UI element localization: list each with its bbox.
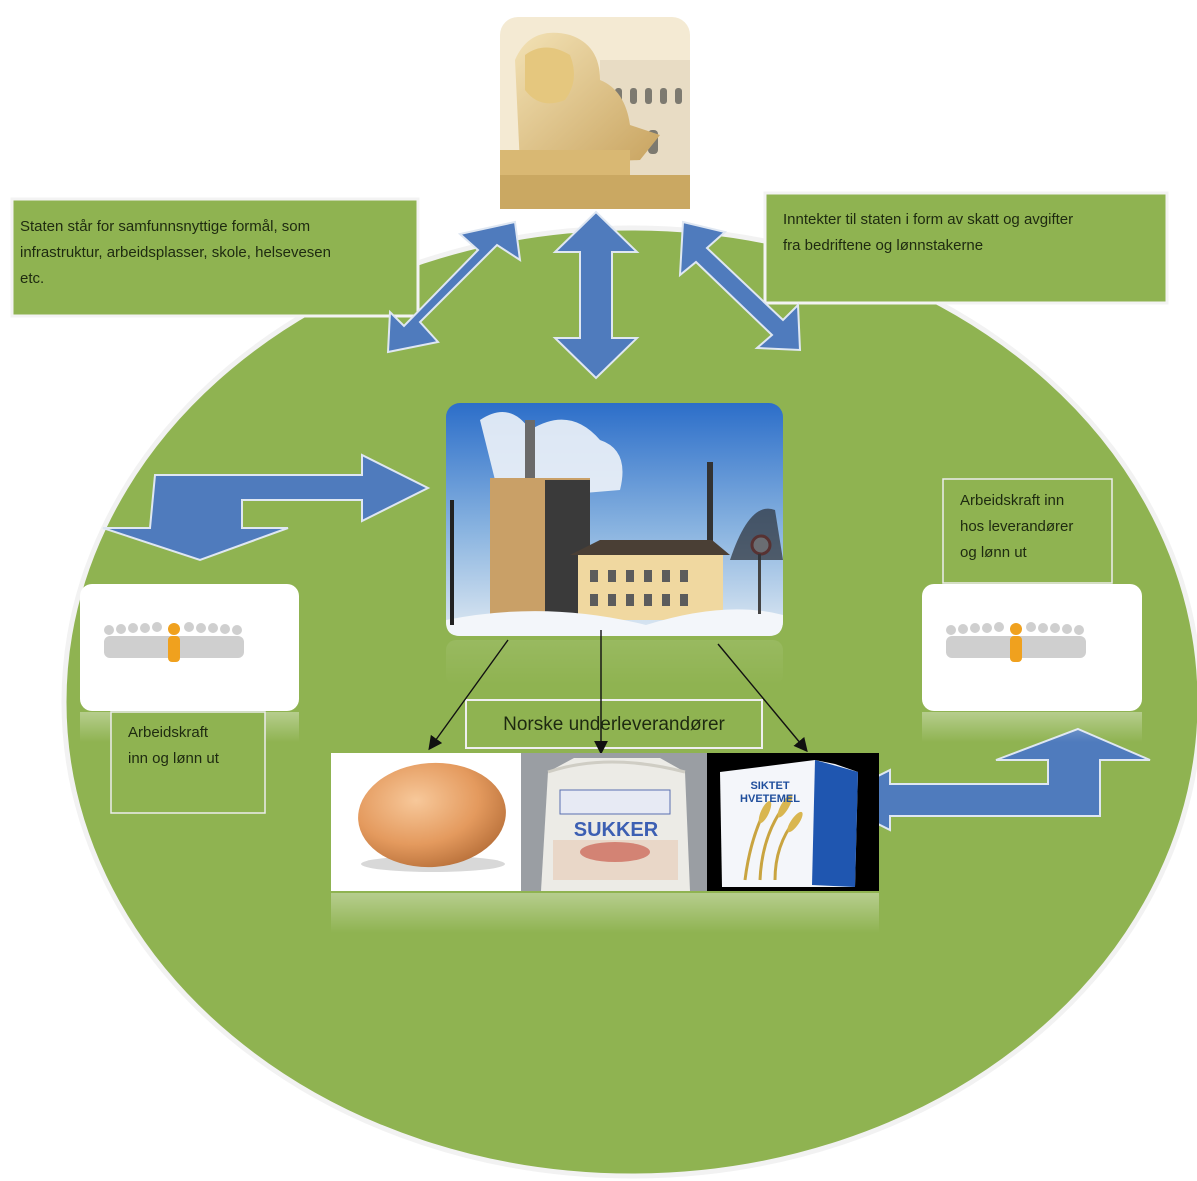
flour-bag-photo	[707, 753, 879, 891]
lion-statue-parliament-image	[497, 14, 693, 212]
state-purpose-text: Staten står for samfunnsnyttige formål, …	[20, 214, 416, 292]
double-arrow-vertical	[552, 210, 640, 380]
state-box-bg	[10, 197, 420, 318]
suppliers-label: Norske underleverandører	[503, 714, 725, 735]
people-group-icon	[104, 622, 244, 662]
right-label-line-2: hos leverandører	[960, 518, 1074, 535]
left-label-bg	[110, 711, 266, 814]
state-text-line-3: etc.	[20, 270, 45, 287]
egg-photo	[331, 753, 521, 891]
income-text-line-2: fra bedriftene og lønnstakerne	[783, 237, 984, 254]
left-label-line-2: inn og lønn ut	[128, 750, 219, 767]
double-arrow-right-diagonal	[678, 220, 802, 352]
state-income-text: Inntekter til staten i form av skatt og …	[783, 207, 1163, 259]
connector-flour	[717, 643, 808, 753]
people-group-box-right	[922, 584, 1142, 742]
factory-reflection	[446, 640, 783, 685]
sugar-bag-label: SUKKER	[574, 819, 659, 841]
double-arrow-left-diagonal	[386, 220, 522, 354]
people-group-icon	[946, 622, 1086, 662]
state-text-line-1: Staten står for samfunnsnyttige formål, …	[20, 218, 311, 235]
factory-photo	[446, 403, 783, 636]
income-text-line-1: Inntekter til staten i form av skatt og …	[783, 211, 1074, 228]
sugar-bag-photo	[521, 753, 707, 891]
income-box-bg	[763, 191, 1169, 305]
flour-bag-label-line2: HVETEMEL	[740, 793, 800, 805]
flour-bag-label-line1: SIKTET	[750, 780, 789, 792]
right-label-line-3: og lønn ut	[960, 544, 1027, 561]
right-label-line-1: Arbeidskraft inn	[960, 492, 1065, 509]
left-label-line-1: Arbeidskraft	[128, 724, 209, 741]
arrow-left-bent	[102, 453, 431, 562]
suppliers-reflection	[331, 893, 879, 933]
suppliers-label-bg	[465, 699, 763, 749]
right-label-bg	[942, 478, 1113, 584]
right-labour-text: Arbeidskraft inn hos leverandører og løn…	[960, 488, 1110, 566]
state-text-line-2: infrastruktur, arbeidsplasser, skole, he…	[20, 244, 331, 261]
left-labour-text: Arbeidskraft inn og lønn ut	[128, 720, 263, 772]
connector-egg	[428, 639, 509, 751]
